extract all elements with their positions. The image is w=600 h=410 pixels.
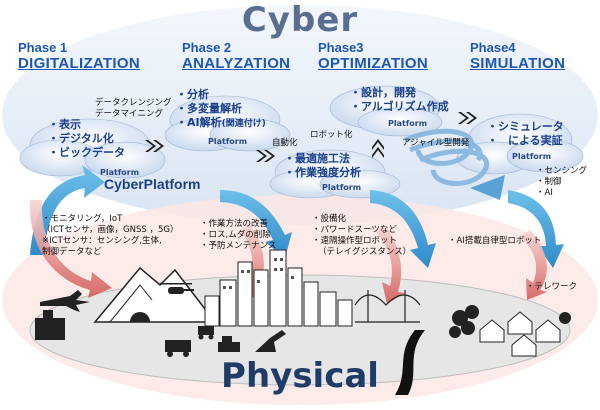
physical-notes-4: AI搭載自律型ロボット	[448, 236, 542, 247]
helicopter-icon	[160, 283, 194, 294]
bridge-illustration	[354, 290, 421, 323]
phase2-platform-label: Platform	[208, 137, 248, 146]
river	[395, 330, 425, 395]
physical-notes-3: ・設備化 ・パワードスーツなど ・遠隔操作型ロボット （テレイグジスタンス）	[312, 214, 411, 258]
phase3b-item: 最適施工法	[284, 152, 361, 166]
construction-vehicles	[165, 326, 286, 357]
phase2-item-suffix: (関連付け)	[221, 119, 266, 129]
phase2-pre-labels: データクレンジング データマイニング	[95, 98, 172, 120]
phase4-name: SIMULATION	[470, 55, 566, 72]
phase2-number: Phase 2	[182, 40, 232, 55]
mountain-illustration	[93, 266, 217, 323]
phase4-item: シミュレータ	[487, 120, 564, 134]
phase1-header: Phase 1 DIGITALIZATION	[18, 40, 140, 72]
phase4-item-text: による実証	[508, 134, 563, 147]
airplane-icon	[40, 290, 90, 312]
phase4-items: シミュレータ による実証	[487, 120, 564, 148]
agile-spiral	[404, 128, 489, 186]
cyber-platform-label: CyberPlatform	[104, 176, 201, 192]
phase1-item: デジタル化	[48, 132, 125, 146]
note-line: AI搭載自律型ロボット	[448, 236, 542, 247]
phase2-item: 多変量解析	[176, 102, 266, 116]
phase3-items: 設計，開発 アルゴリズム作成	[350, 86, 449, 114]
phase-chevrons	[145, 112, 477, 162]
port-building	[35, 310, 65, 340]
phase4-side-list: センシング 制御 AI	[536, 166, 588, 199]
houses-illustration	[479, 311, 561, 357]
phase2-item: AI解析(関連付け)	[176, 116, 266, 131]
physical-notes-2: 作業方法の改善 ロス,ムダの削除 予防メンテナンス	[200, 219, 277, 252]
physical-title: Physical	[221, 356, 379, 396]
note-line: テレワーク	[526, 282, 578, 293]
phase1-name: DIGITALIZATION	[18, 55, 140, 72]
agile-arrowhead	[470, 175, 505, 200]
robotization-label: ロボット化	[310, 130, 353, 140]
phase1-number: Phase 1	[18, 40, 68, 55]
phase4-side-item: 制御	[536, 177, 587, 188]
note-line: ・パワードスーツなど	[312, 225, 397, 235]
cyber-title: Cyber	[241, 0, 359, 40]
physical-notes-5: テレワーク	[526, 282, 578, 293]
note-text: モニタリング，IoT	[50, 214, 123, 224]
agile-label: アジャイル型開発	[402, 138, 470, 148]
note-line: ・遠隔操作型ロボット	[312, 236, 398, 246]
note-line: （ICTセンサ，画像，GNSS ，5G）	[42, 225, 179, 235]
phase4-side-item: AI	[536, 188, 587, 199]
phase3b-items: 最適施工法 作業強度分析	[284, 152, 361, 180]
phase1-items: 表示 デジタル化 ビックデータ	[48, 118, 125, 160]
phase3-item: アルゴリズム作成	[350, 100, 449, 114]
city-skyline	[204, 249, 353, 327]
phase4-number: Phase4	[470, 40, 516, 55]
phase1-item: 表示	[48, 118, 125, 132]
phase3-number: Phase3	[318, 40, 364, 55]
phase3-item: 設計，開発	[350, 86, 449, 100]
note-line: ・モニタリング，IoT	[42, 214, 123, 224]
phase1-platform-label: Platform	[100, 168, 140, 177]
note-line: 制御データなど	[42, 247, 102, 257]
phase3b-item: 作業強度分析	[284, 166, 361, 180]
phase2-pre-label: データマイニング	[95, 109, 164, 119]
note-line: 予防メンテナンス	[200, 241, 277, 252]
automation-label: 自動化	[272, 138, 298, 148]
phase4-item: による実証	[487, 134, 564, 148]
phase2-item: 分析	[176, 88, 266, 102]
note-line: ※ICTセンサ：センシング,生体,	[42, 236, 162, 246]
phase3b-platform-label: Platform	[322, 183, 362, 192]
note-text: 設備化	[320, 214, 347, 224]
note-text: 遠隔操作型ロボット	[320, 236, 398, 246]
phase2-header: Phase 2 ANALYZATION	[182, 40, 290, 72]
phase2-items: 分析 多変量解析 AI解析(関連付け)	[176, 88, 266, 131]
city-windows	[223, 258, 294, 289]
note-line: 作業方法の改善	[200, 219, 276, 230]
phase3-platform-label: Platform	[388, 119, 428, 128]
phase4-header: Phase4 SIMULATION	[470, 40, 565, 72]
phase3-name: OPTIMIZATION	[318, 55, 428, 72]
note-line: ロス,ムダの削除	[200, 230, 276, 241]
note-line: （テレイグジスタンス）	[318, 247, 412, 257]
phase2-pre-label: データクレンジング	[95, 98, 172, 108]
trees-illustration	[449, 305, 571, 338]
phase3-header: Phase3 OPTIMIZATION	[318, 40, 428, 72]
phase4-side-item: センシング	[536, 166, 588, 177]
phase2-item-text: AI解析	[187, 116, 222, 129]
note-text: パワードスーツなど	[320, 225, 397, 235]
phase2-name: ANALYZATION	[182, 55, 291, 72]
physical-notes-1: ・モニタリング，IoT （ICTセンサ，画像，GNSS ，5G） ※ICTセンサ…	[42, 214, 178, 258]
phase4-platform-label: Platform	[512, 152, 552, 161]
note-line: ・設備化	[312, 214, 347, 224]
phase1-item: ビックデータ	[48, 146, 125, 160]
